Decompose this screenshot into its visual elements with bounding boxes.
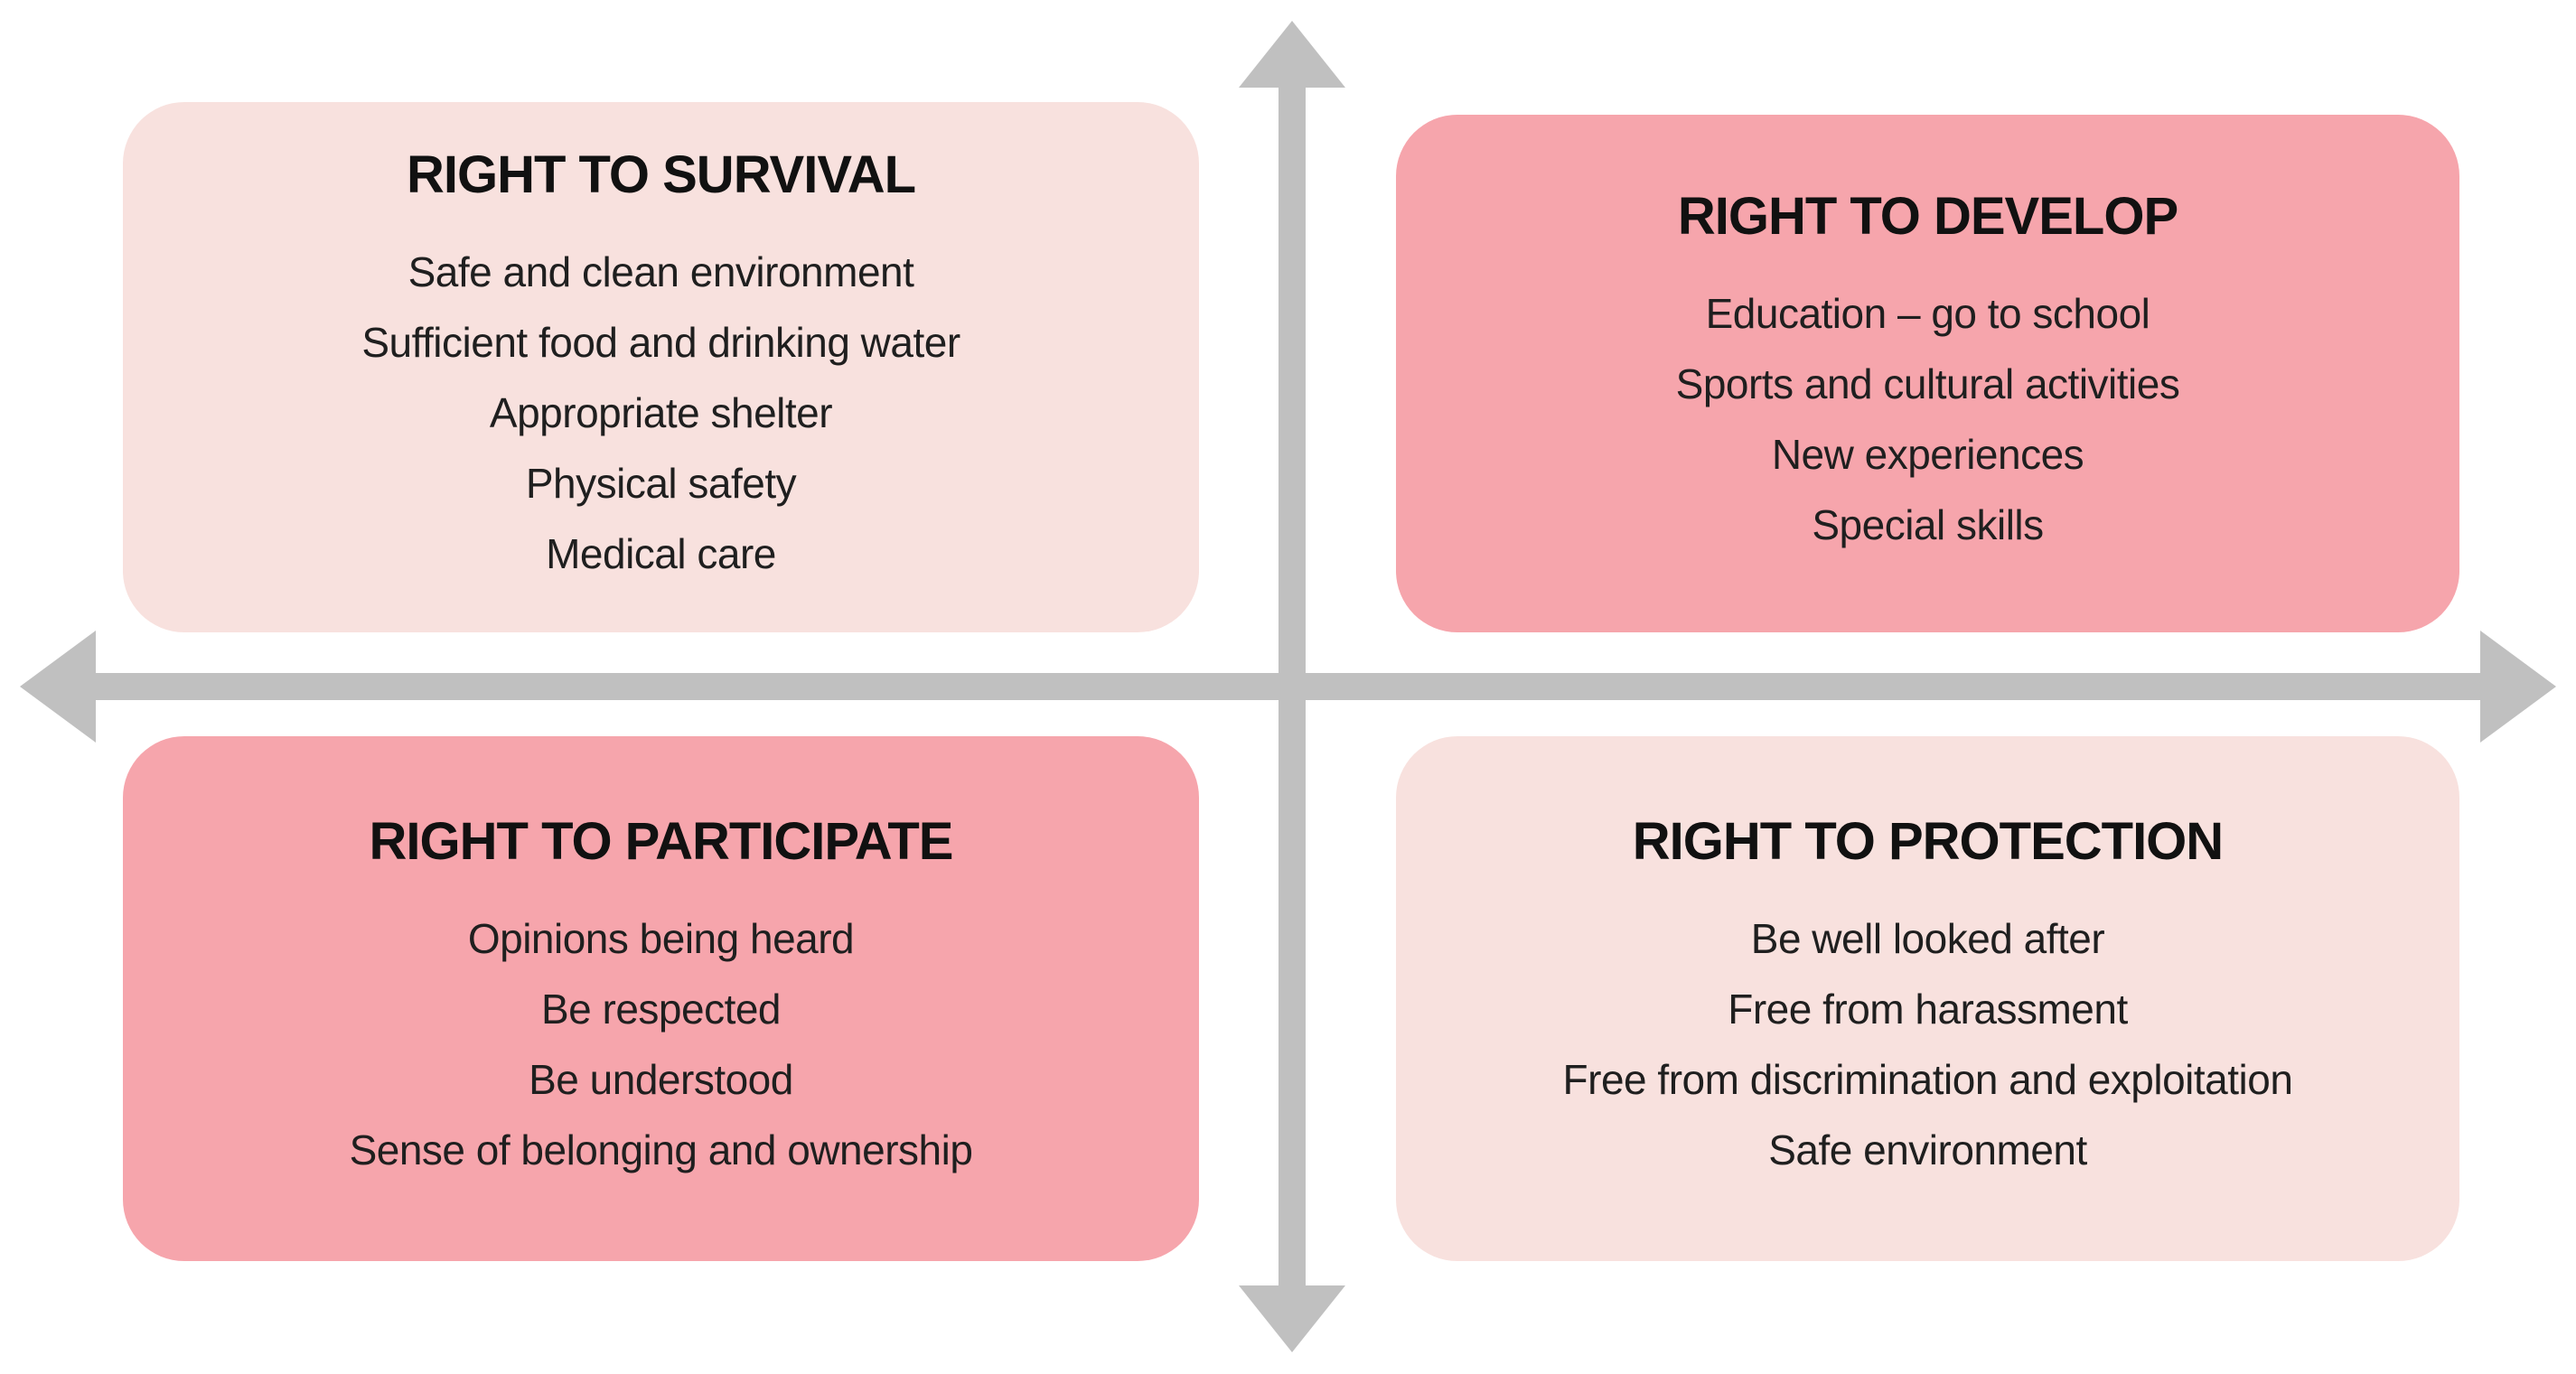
arrowhead-down-icon [1239, 1285, 1345, 1352]
quadrant-item-list: Safe and clean environment Sufficient fo… [361, 237, 960, 589]
quadrant-title: RIGHT TO PROTECTION [1632, 812, 2224, 872]
quadrant-right-to-participate: RIGHT TO PARTICIPATE Opinions being hear… [123, 736, 1199, 1261]
quadrant-item: Appropriate shelter [489, 388, 833, 436]
quadrant-item: Be understood [529, 1055, 793, 1103]
quadrant-title: RIGHT TO DEVELOP [1677, 187, 2178, 247]
quadrant-item: New experiences [1771, 430, 2084, 478]
quadrant-item: Opinions being heard [467, 914, 855, 962]
arrowhead-left-icon [20, 631, 96, 743]
quadrant-item: Free from harassment [1728, 985, 2128, 1033]
quadrant-title: RIGHT TO PARTICIPATE [369, 812, 954, 872]
quadrant-item: Sufficient food and drinking water [361, 318, 960, 366]
quadrant-item: Free from discrimination and exploitatio… [1562, 1055, 2293, 1103]
quadrant-item: Medical care [546, 529, 776, 577]
quadrant-item: Safe environment [1768, 1126, 2087, 1173]
quadrant-right-to-survival: RIGHT TO SURVIVAL Safe and clean environ… [123, 102, 1199, 632]
quadrant-item: Physical safety [525, 459, 797, 507]
quadrant-item-list: Be well looked after Free from harassmen… [1563, 903, 2293, 1185]
quadrant-item: Safe and clean environment [407, 248, 914, 295]
quadrant-title: RIGHT TO SURVIVAL [406, 145, 916, 205]
arrowhead-up-icon [1239, 21, 1345, 88]
quadrant-item: Education – go to school [1705, 289, 2150, 337]
quadrant-item: Sense of belonging and ownership [349, 1126, 973, 1173]
arrowhead-right-icon [2480, 631, 2556, 743]
quadrant-item-list: Education – go to school Sports and cult… [1676, 278, 2180, 560]
quadrant-item: Special skills [1812, 500, 2044, 548]
quadrant-item-list: Opinions being heard Be respected Be und… [350, 903, 973, 1185]
quadrant-right-to-develop: RIGHT TO DEVELOP Education – go to schoo… [1396, 115, 2459, 632]
quadrant-right-to-protection: RIGHT TO PROTECTION Be well looked after… [1396, 736, 2459, 1261]
vertical-axis-line [1279, 81, 1306, 1292]
quadrant-item: Be respected [540, 985, 782, 1033]
quadrant-item: Sports and cultural activities [1675, 360, 2180, 407]
quadrant-item: Be well looked after [1750, 914, 2105, 962]
